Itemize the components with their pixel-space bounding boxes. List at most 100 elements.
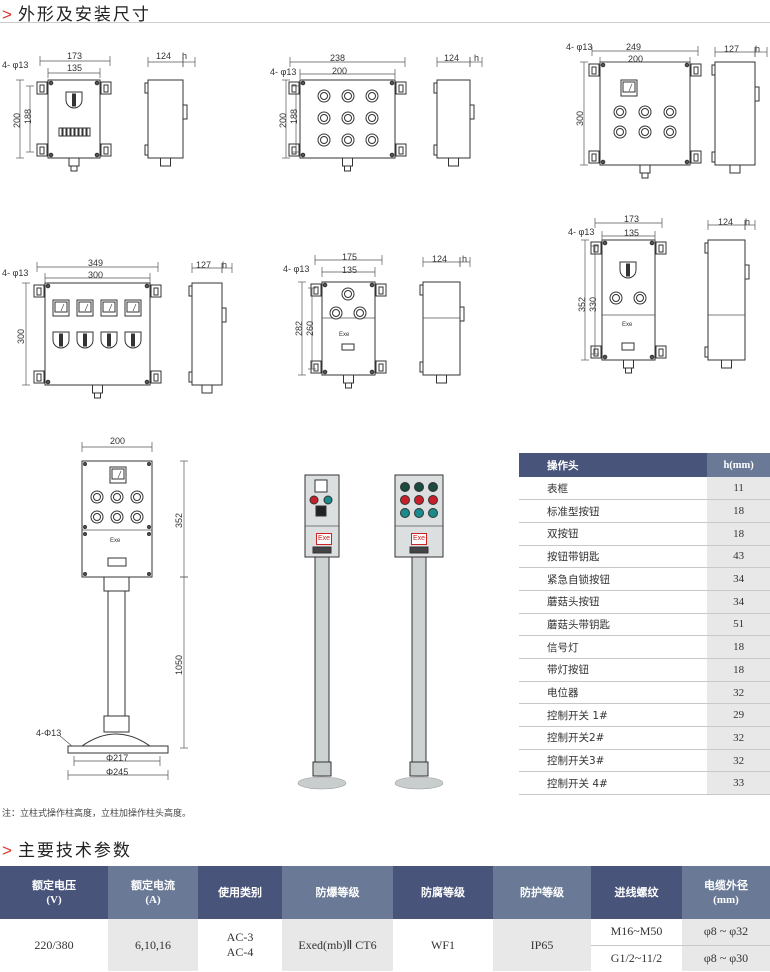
screw-icon [147,532,151,536]
operator-profile [221,307,227,323]
push-button-icon [93,513,101,521]
screw-icon [144,283,150,289]
screw-icon [649,354,655,360]
mount-hole [591,153,597,162]
width-label: 135 [342,265,358,275]
switch-handle [107,333,111,347]
width-label: 173 [67,51,83,61]
cable-gland [92,384,103,394]
param-header: 额定电流(A) [108,866,198,919]
mount-lug [433,144,438,156]
nameplate [312,546,332,554]
current-cell: 6,10,16 [108,919,198,971]
push-button-icon [133,493,141,501]
header-unit: (mm) [713,893,739,906]
indicator-button-icon [400,495,410,505]
mount-hole [36,373,42,382]
vent-slot [86,127,91,137]
table-row: 控制开关 1#29 [519,703,770,728]
operator-profile [459,306,465,322]
push-button-icon [666,108,674,116]
mount-hole [591,66,597,75]
needle [628,83,633,92]
height-label: 282 [294,320,304,336]
line [297,776,347,790]
screw-icon [389,152,395,158]
operator-profile [182,104,188,120]
indicator-button-icon [400,482,410,492]
mount-hole [291,146,297,155]
depth-label: 124 [432,254,448,264]
mount-hole [693,66,699,75]
screw-icon [83,525,87,529]
width-label: 200 [110,436,126,446]
header-label: 进线螺纹 [614,886,659,899]
width-label: 200 [332,66,348,76]
width-label: 300 [88,270,104,280]
table-row: 控制开关2#32 [519,726,770,750]
screw-icon [600,62,606,68]
screw-icon [600,159,606,165]
header-label: 电缆外径 [704,878,748,892]
screw-icon [147,572,151,576]
cable-gland [201,384,213,394]
operator-name: 标准型按钮 [519,499,708,523]
needle [60,303,65,312]
title-text: 外形及安装尺寸 [17,5,151,25]
mount-hole [313,286,319,295]
height-label: 200 [12,112,22,128]
screw-icon [94,152,100,158]
corrosion-cell: WF1 [393,919,493,971]
diameter-label: Φ245 [106,767,129,777]
depth-label: 127 [196,260,212,270]
cable-gland [160,157,171,167]
cable-gland [70,165,78,172]
thread-cell: M16~M50 [591,919,682,946]
vent-slot [62,127,67,137]
height-label: 1050 [174,654,184,675]
screw-icon [144,379,150,385]
push-button-icon [320,114,328,122]
mount-hole [593,348,599,357]
screw-icon [369,369,375,375]
mount-hole [39,84,45,93]
push-button-icon [344,290,352,298]
operator-name: 带灯按钮 [519,658,708,682]
mount-hole [313,363,319,372]
screw-icon [48,152,54,158]
screw-icon [300,152,306,158]
mount-hole [36,287,42,296]
screw-icon [369,282,375,288]
vent-slot [58,127,63,137]
title-text: 主要技术参数 [17,841,132,861]
header-h: h(mm) [707,453,770,477]
holes-label: 4- φ13 [2,268,29,278]
switch-handle [83,333,87,347]
cable-gland [625,367,632,374]
cable-gland [639,164,651,174]
depth-label: 124 [444,53,460,63]
vent-slot [78,127,83,137]
enclosure-side [422,281,461,376]
switch-handle [626,263,630,277]
pole-collar [312,761,332,777]
meter-icon [314,479,328,493]
cable-gland [343,374,354,384]
enclosure-side [714,61,756,166]
width-label: 349 [88,258,104,268]
section-title-dimensions: >外形及安装尺寸 [2,0,151,25]
thread-cell: G1/2~11/2 [591,945,682,971]
enclosure-side [191,282,223,386]
height-label: 300 [575,110,585,126]
section-title-params: >主要技术参数 [2,836,132,861]
screw-icon [83,462,87,466]
mount-lug [704,242,709,254]
operator-h: 18 [707,499,770,523]
mount-hole [103,146,109,155]
param-header: 额定电压(V) [0,866,108,919]
nameplate [621,342,635,351]
